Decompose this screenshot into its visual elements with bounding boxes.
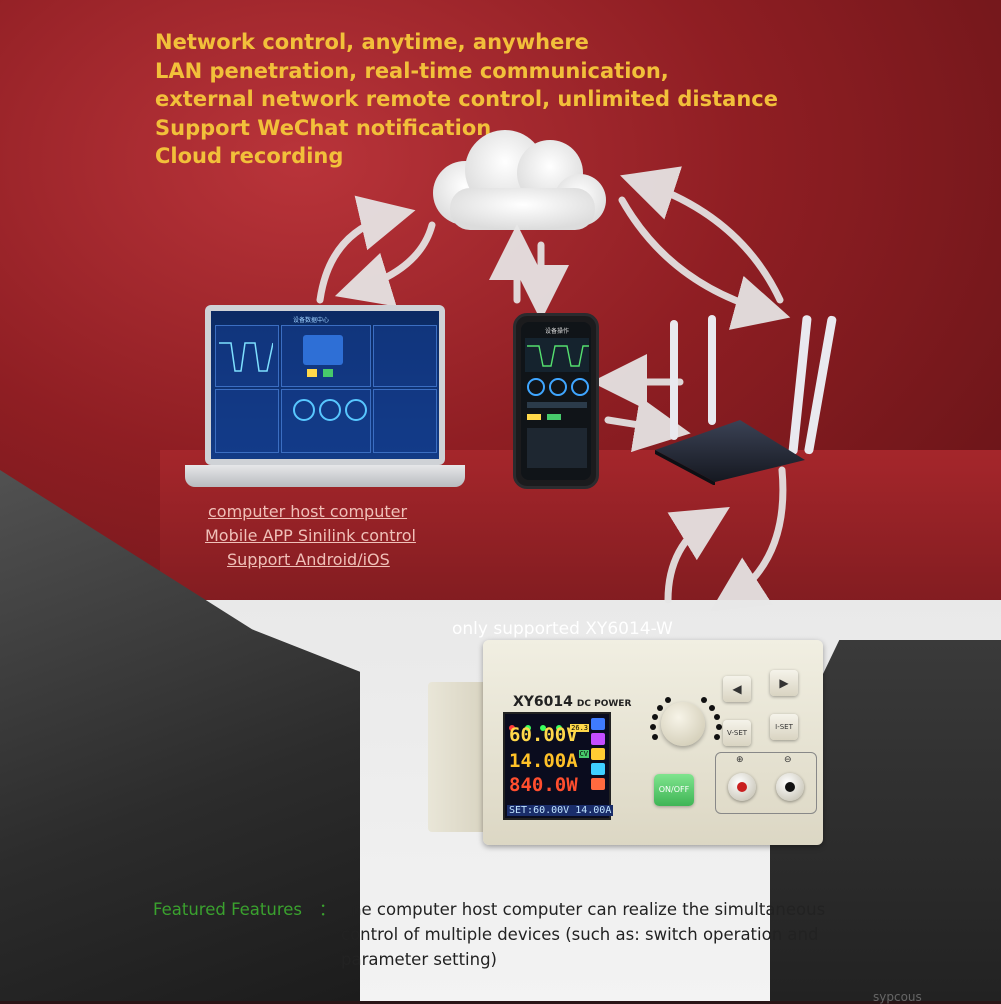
model-subtitle: DC POWER — [576, 699, 632, 709]
right-arrow-button[interactable]: ▶ — [770, 670, 798, 696]
laptop-base — [185, 465, 465, 487]
feature-line: The computer host computer can realize t… — [341, 900, 826, 919]
vset-button[interactable]: V-SET — [723, 720, 751, 746]
lcd-display: 60.00V 14.00A 840.0W 26.3 CV SET:60.00V … — [503, 712, 614, 820]
features-label: Featured Features — [153, 900, 303, 919]
power-icon — [591, 778, 605, 790]
left-arrow-button[interactable]: ◀ — [723, 676, 751, 702]
lock-icon — [591, 733, 605, 745]
features-description: The computer host computer can realize t… — [341, 897, 901, 972]
feature-line: control of multiple devices (such as: sw… — [341, 925, 819, 944]
software-support-text: computer host computer Mobile APP Sinili… — [205, 500, 416, 572]
status-icons — [591, 718, 607, 804]
headline-line: external network remote control, unlimit… — [155, 87, 778, 111]
sub-line: computer host computer — [208, 502, 408, 521]
on-off-button[interactable]: ON/OFF — [654, 774, 694, 806]
model-name: XY6014 — [513, 694, 573, 710]
cv-mode-chip: CV — [578, 750, 589, 758]
output-terminals: ⊕ ⊖ — [715, 752, 817, 814]
knob-scale-dots — [650, 697, 722, 740]
laptop: 设备数据中心 — [185, 305, 465, 490]
headline-line: Network control, anytime, anywhere — [155, 30, 589, 54]
sub-line: Mobile APP Sinilink control — [205, 526, 416, 545]
headline-line: LAN penetration, real-time communication… — [155, 58, 669, 83]
features-colon: ： — [319, 900, 336, 919]
headline-text: Network control, anytime, anywhere LAN p… — [155, 28, 778, 171]
sub-line: Support Android/iOS — [227, 550, 390, 569]
settings-icon — [591, 763, 605, 775]
negative-terminal[interactable] — [776, 773, 804, 801]
cloud-icon — [433, 130, 606, 230]
minus-icon: ⊖ — [784, 755, 792, 765]
laptop-screen-title: 设备数据中心 — [293, 317, 330, 324]
sound-icon — [591, 748, 605, 760]
only-supported-text: only supported XY6014-W — [452, 619, 673, 639]
adjust-knob[interactable] — [661, 702, 705, 746]
voltage-readout: 60.00V — [509, 724, 578, 746]
cropped-text: sypcous — [873, 990, 922, 1004]
device-shell — [428, 682, 488, 832]
plus-icon: ⊕ — [736, 755, 744, 765]
temperature-chip: 26.3 — [570, 724, 589, 732]
positive-terminal[interactable] — [728, 773, 756, 801]
headline-line: Support WeChat notification — [155, 115, 492, 140]
set-values: SET:60.00V 14.00A — [507, 805, 614, 816]
iset-button[interactable]: I-SET — [770, 714, 798, 740]
router-icon — [655, 315, 837, 485]
current-readout: 14.00A — [509, 750, 578, 772]
laptop-screen: 设备数据中心 — [205, 305, 445, 465]
headline-line: Cloud recording — [155, 144, 344, 168]
phone-screen-title: 设备操作 — [545, 328, 570, 335]
wifi-icon — [591, 718, 605, 730]
feature-line: parameter setting) — [341, 950, 497, 969]
power-readout: 840.0W — [509, 774, 578, 796]
smartphone: 设备操作 — [513, 313, 599, 489]
